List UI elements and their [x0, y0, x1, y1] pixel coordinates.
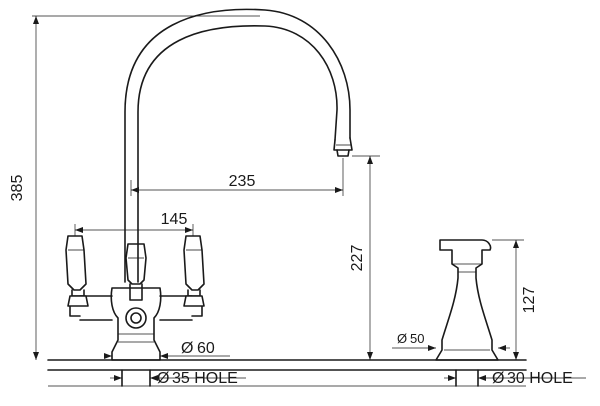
dim-tap-hole	[110, 375, 246, 381]
dim-spray-hole	[444, 375, 586, 381]
faucet-body	[65, 8, 353, 387]
dim-handle-span-label: 145	[161, 211, 188, 228]
diameter-symbol-icon: Ø	[397, 331, 407, 346]
diameter-symbol-icon: Ø	[492, 370, 504, 387]
dim-base-diameter-label: 60	[197, 340, 215, 357]
dim-tap-hole-label: 35 HOLE	[172, 370, 238, 387]
dim-spout-reach-label: 235	[229, 173, 256, 190]
side-spray	[435, 239, 499, 387]
dim-spout-reach	[130, 158, 344, 196]
dim-spout-height-label: 227	[349, 245, 366, 272]
dim-spray-base-diameter	[392, 345, 510, 351]
dim-spout-height	[352, 155, 380, 360]
diameter-symbol-icon: Ø	[181, 340, 193, 357]
dim-spray-hole-label: 30 HOLE	[507, 370, 573, 387]
diameter-symbol-icon: Ø	[157, 370, 169, 387]
dim-spray-height	[492, 239, 524, 360]
dim-handle-span	[74, 224, 194, 236]
dim-spray-height-label: 127	[521, 287, 538, 314]
dim-base-diameter	[104, 352, 230, 360]
countertop	[47, 359, 527, 387]
dim-spray-base-diameter-label: 50	[410, 331, 424, 346]
dim-overall-height-label: 385	[9, 175, 26, 202]
dim-overall-height	[32, 15, 260, 360]
